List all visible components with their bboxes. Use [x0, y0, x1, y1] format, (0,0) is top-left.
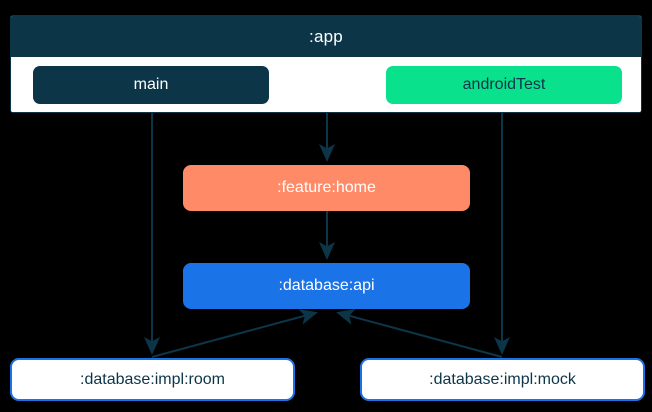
node-android-test-label: androidTest [462, 76, 546, 93]
node-database-api-label: :database:api [278, 277, 375, 294]
node-android-test[interactable]: androidTest [386, 66, 622, 104]
app-subgraph-body: main androidTest [11, 57, 641, 112]
node-database-impl-room-label: :database:impl:room [80, 370, 225, 388]
app-subgraph-label: :app [309, 26, 343, 46]
node-feature-home-label: :feature:home [277, 179, 376, 196]
node-database-api[interactable]: :database:api [183, 263, 470, 309]
app-subgraph[interactable]: :app main androidTest [10, 15, 642, 113]
node-database-impl-room[interactable]: :database:impl:room [10, 358, 295, 401]
node-database-impl-mock-label: :database:impl:mock [429, 370, 576, 388]
app-subgraph-header: :app [11, 16, 641, 57]
edge-impl-room-to-database-api [151, 309, 318, 358]
node-feature-home[interactable]: :feature:home [183, 165, 470, 211]
edge-impl-mock-to-database-api [336, 309, 503, 358]
node-main[interactable]: main [33, 66, 269, 104]
node-database-impl-mock[interactable]: :database:impl:mock [360, 358, 645, 401]
node-main-label: main [133, 76, 169, 93]
